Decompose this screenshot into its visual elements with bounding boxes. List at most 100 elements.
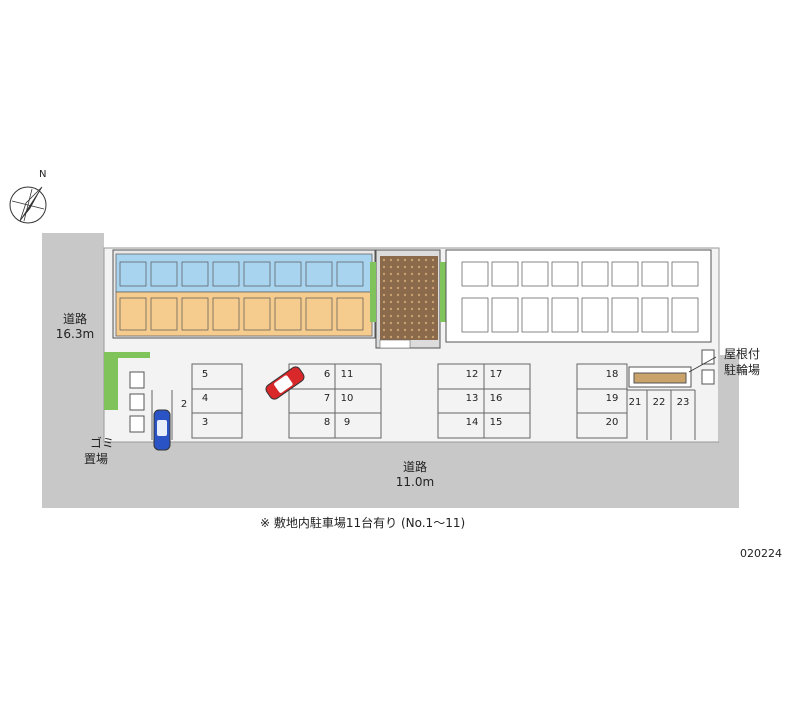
parking-spot-12: 12: [465, 369, 479, 380]
unit-upper: [243, 261, 271, 287]
bike-parking: [628, 349, 717, 388]
right-strip: [719, 355, 739, 442]
parking-spot-18: 18: [605, 369, 619, 380]
parking-spot-7: 7: [323, 393, 331, 404]
stair-dot: [431, 321, 435, 325]
unit-upper: [181, 261, 209, 287]
stair-dot: [424, 321, 428, 325]
unit-upper: [150, 261, 178, 287]
road-bottom-width: 11.0m: [395, 475, 435, 489]
stair-dot: [424, 328, 428, 332]
stair-dot: [396, 314, 400, 318]
stair-dot: [417, 272, 421, 276]
unit-lower: [641, 297, 669, 333]
stair-dot: [424, 307, 428, 311]
parking-spot-17: 17: [489, 369, 503, 380]
garbage-label-1: ゴミ: [90, 436, 115, 450]
stair-dot: [389, 293, 393, 297]
stair-dot: [424, 258, 428, 262]
stair-dot: [403, 300, 407, 304]
stair-dot: [410, 328, 414, 332]
stair-dot: [396, 279, 400, 283]
parking-spot-2: 2: [180, 399, 188, 410]
stair-dot: [389, 328, 393, 332]
stair-dot: [396, 265, 400, 269]
unit-upper: [491, 261, 519, 287]
stair-dot: [389, 321, 393, 325]
stair-dot: [431, 314, 435, 318]
stair-dot: [396, 307, 400, 311]
stair-dot: [424, 265, 428, 269]
north-arrow-icon: [9, 186, 47, 224]
unit-lower: [336, 297, 364, 331]
stair-dot: [424, 279, 428, 283]
stair-dot: [424, 314, 428, 318]
stair-dot: [410, 293, 414, 297]
unit-lower: [274, 297, 302, 331]
car-blue: [153, 409, 171, 451]
building-right: [445, 249, 712, 343]
stair-dot: [431, 279, 435, 283]
stair-dot: [382, 314, 386, 318]
parking-spot-3: 3: [201, 417, 209, 428]
stair-dot: [417, 258, 421, 262]
stair-dot: [389, 300, 393, 304]
stair-dot: [382, 265, 386, 269]
unit-lower: [521, 297, 549, 333]
stair-dot: [396, 272, 400, 276]
garbage-label-2: 置場: [84, 452, 109, 466]
parking-spot-13: 13: [465, 393, 479, 404]
road-bottom-name: 道路: [402, 460, 427, 474]
stair-dot: [403, 258, 407, 262]
parking-spot-4: 4: [201, 393, 209, 404]
stair-dot: [424, 293, 428, 297]
stair-dot: [396, 258, 400, 262]
stair-dot: [396, 321, 400, 325]
stair-dot: [382, 321, 386, 325]
stair-dot: [417, 307, 421, 311]
parking-spot-9: 9: [343, 417, 351, 428]
stair-dot: [417, 293, 421, 297]
unit-lower: [491, 297, 519, 333]
parking-block: [191, 363, 243, 439]
stair-dot: [403, 286, 407, 290]
unit-lower: [581, 297, 609, 333]
unit-upper: [305, 261, 333, 287]
stair-dot: [403, 307, 407, 311]
stair-dot: [403, 279, 407, 283]
stair-dot: [424, 300, 428, 304]
unit-lower: [212, 297, 240, 331]
stair-dot: [403, 328, 407, 332]
parking-spot-14: 14: [465, 417, 479, 428]
unit-lower: [243, 297, 271, 331]
unit-upper: [119, 261, 147, 287]
unit-upper: [671, 261, 699, 287]
unit-lower: [671, 297, 699, 333]
stair-dot: [389, 314, 393, 318]
unit-upper: [521, 261, 549, 287]
stair-dot: [431, 272, 435, 276]
stair-dot: [417, 300, 421, 304]
stair-dot: [382, 258, 386, 262]
stair-dot: [410, 286, 414, 290]
bike-parking-label-2: 駐輪場: [724, 363, 761, 377]
green-area: [104, 352, 150, 410]
garbage-area: [129, 371, 145, 433]
unit-upper: [611, 261, 639, 287]
stair-dot: [396, 300, 400, 304]
parking-spot-6: 6: [323, 369, 331, 380]
parking-spot-15: 15: [489, 417, 503, 428]
unit-upper: [581, 261, 609, 287]
parking-spot-16: 16: [489, 393, 503, 404]
stair-dot: [417, 328, 421, 332]
parking-note: ※ 敷地内駐車場11台有り (No.1～11): [260, 516, 466, 530]
stair-dot: [403, 314, 407, 318]
stair-dot: [410, 300, 414, 304]
stair-dot: [410, 335, 414, 339]
stair-dot: [431, 307, 435, 311]
stair-dot: [424, 286, 428, 290]
stair-dot: [431, 300, 435, 304]
stair-dot: [389, 286, 393, 290]
stair-dot: [417, 265, 421, 269]
